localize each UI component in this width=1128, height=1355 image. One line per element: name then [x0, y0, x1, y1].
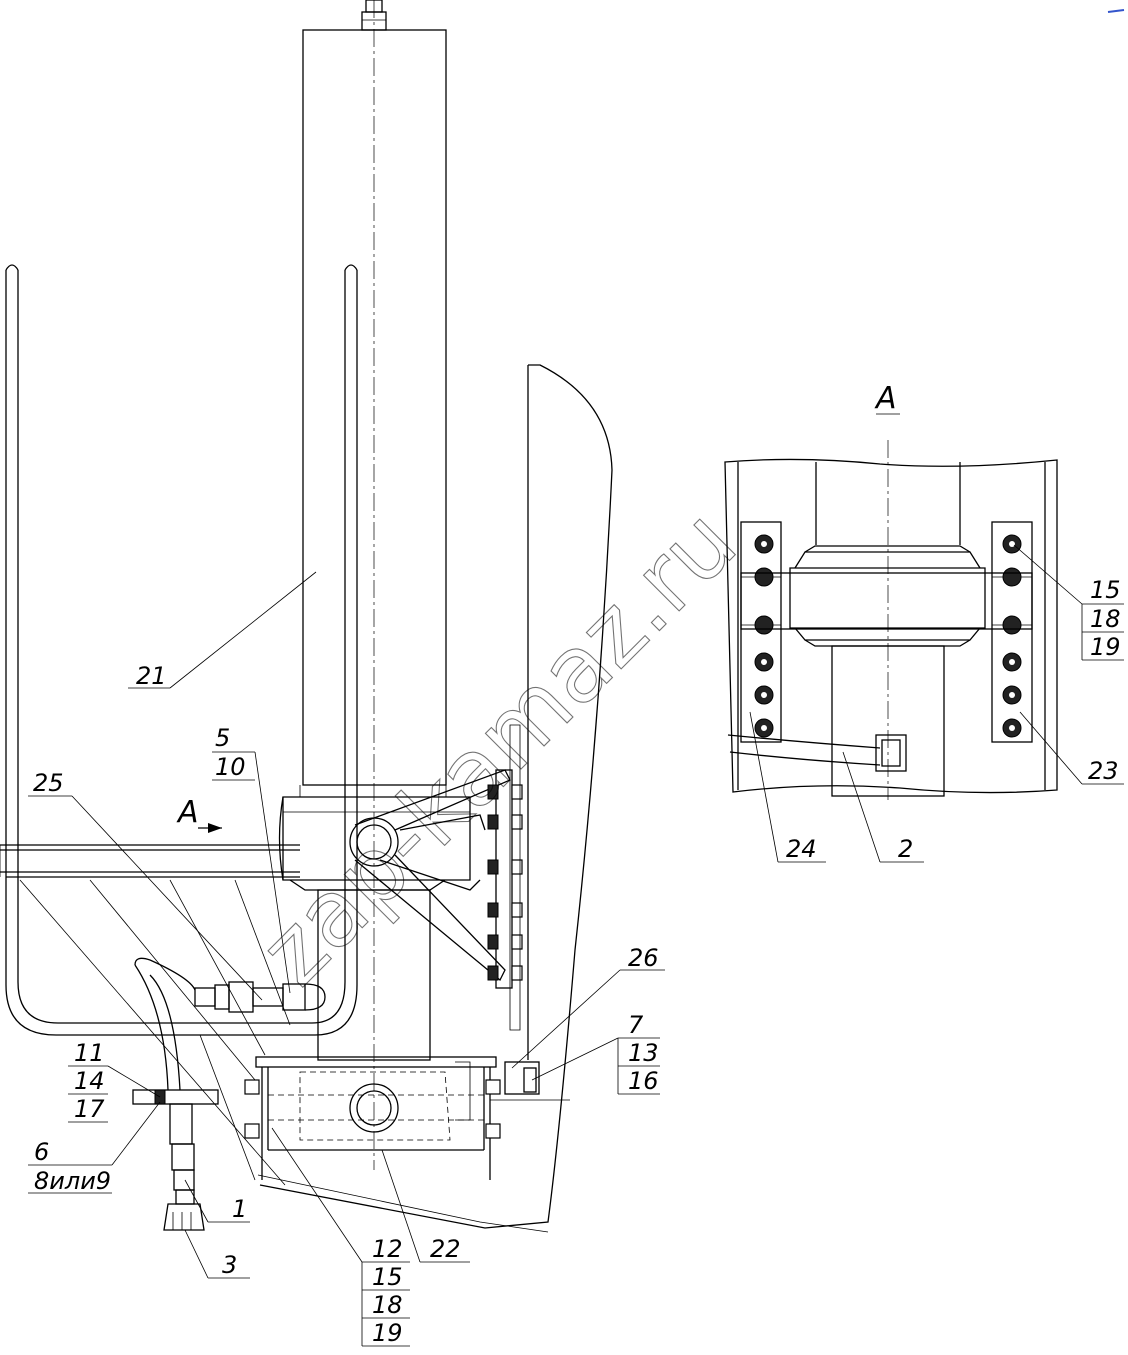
view-arrow-a: A [176, 795, 222, 833]
cylinder [302, 0, 447, 1170]
leader-lines [28, 571, 665, 1347]
callout-26: 26 [628, 944, 659, 972]
callout-17: 17 [74, 1095, 105, 1123]
detail-callout-2: 2 [898, 835, 913, 863]
callout-8-or-9: 8или9 [34, 1167, 111, 1195]
hose-assembly [132, 957, 326, 1231]
callout-1: 1 [232, 1195, 247, 1223]
callout-18: 18 [372, 1291, 403, 1319]
corner-mark [1107, 9, 1125, 13]
detail-callout-19: 19 [1090, 633, 1121, 661]
callout-11: 11 [74, 1039, 105, 1067]
fender-panel [257, 364, 613, 1233]
detail-callout-18: 18 [1090, 605, 1121, 633]
pivot-clamp [278, 769, 511, 1061]
watermark: zap-kamaz.ru [240, 489, 757, 1006]
bolt-row [487, 784, 523, 981]
detail-callout-15: 15 [1090, 576, 1121, 604]
lower-mount [244, 1056, 570, 1180]
callout-6: 6 [34, 1138, 49, 1166]
callouts-main: 21 5 10 25 11 14 17 6 8или9 1 3 12 15 18… [33, 662, 659, 1347]
hatching [19, 879, 291, 1186]
bolt-plate [487, 769, 523, 989]
callout-14: 14 [74, 1067, 105, 1095]
callout-21: 21 [136, 662, 167, 690]
callouts-detail: 15 18 19 23 24 2 [786, 576, 1121, 863]
detail-view-title: A [874, 381, 897, 416]
main-view: A [0, 0, 613, 1233]
frame-tube [5, 264, 358, 1036]
view-arrow-label: A [176, 795, 199, 830]
detail-callout-24: 24 [786, 835, 817, 863]
callout-7: 7 [628, 1011, 644, 1039]
detail-callout-23: 23 [1088, 757, 1119, 785]
callout-16: 16 [628, 1067, 659, 1095]
callout-5: 5 [215, 724, 230, 752]
detail-view-a: A [724, 381, 1124, 863]
horizontal-beam [0, 844, 300, 878]
callout-13: 13 [628, 1039, 659, 1067]
callout-3: 3 [222, 1251, 237, 1279]
callout-15: 15 [372, 1263, 403, 1291]
callout-19: 19 [372, 1319, 403, 1347]
callout-10: 10 [215, 753, 246, 781]
callout-25: 25 [33, 769, 64, 797]
callout-12: 12 [372, 1235, 403, 1263]
callout-22: 22 [430, 1235, 461, 1263]
